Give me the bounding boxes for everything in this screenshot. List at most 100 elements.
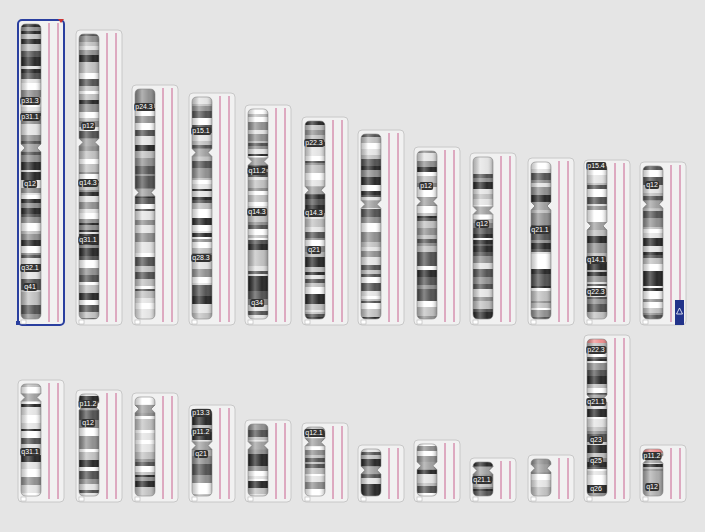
chromosome-panel	[414, 440, 460, 502]
band-label: q21	[194, 450, 208, 458]
panel-frame	[470, 153, 516, 325]
chromosome-outline	[79, 394, 99, 496]
chromosome	[361, 134, 381, 321]
track-line	[49, 23, 50, 322]
panel-frame	[528, 158, 574, 325]
track-line	[107, 33, 108, 322]
chromosome	[192, 409, 212, 500]
chromosome-outline	[248, 424, 268, 496]
checkbox	[417, 320, 422, 324]
chromosome-panel	[16, 19, 64, 325]
track-line	[501, 461, 502, 499]
track-line	[398, 133, 399, 322]
selection-handle	[16, 321, 20, 325]
band-label: q12	[645, 181, 659, 189]
band-label: q21	[307, 246, 321, 254]
chromosome-panel	[189, 405, 235, 502]
chromosome-outline	[643, 449, 663, 496]
track-line	[333, 426, 334, 499]
chromosome	[135, 89, 155, 324]
chromosome-outline	[79, 34, 99, 319]
track-line	[510, 156, 511, 322]
chromosome-panel	[640, 445, 686, 502]
shading	[587, 339, 607, 496]
marker-icon	[677, 308, 683, 314]
panel-frame	[245, 420, 291, 502]
chromosome-outline	[643, 166, 663, 319]
chromosome-outline	[135, 397, 155, 496]
chromosome	[531, 162, 551, 324]
track-line	[624, 338, 625, 499]
chromosome	[135, 397, 155, 502]
track-line	[229, 96, 230, 322]
track-line	[615, 338, 616, 499]
chromosome-panel	[470, 153, 516, 325]
panel-frame	[584, 160, 630, 325]
shading	[587, 164, 607, 319]
panel-frame	[18, 380, 64, 502]
chromosome	[587, 339, 607, 500]
chromosome-panel	[18, 380, 64, 502]
band	[587, 347, 607, 353]
shading	[531, 162, 551, 319]
track-line	[671, 165, 672, 322]
band-label: p13.3	[191, 409, 211, 417]
chromosome	[473, 157, 493, 319]
band-label: q12	[23, 180, 37, 188]
chromosome	[473, 462, 493, 498]
chromosome-panel	[302, 117, 348, 325]
panel-frame	[414, 440, 460, 502]
panel-frame	[18, 20, 64, 325]
panel-frame	[584, 335, 630, 502]
track-line	[342, 120, 343, 322]
shading	[643, 166, 663, 319]
band-label: p31.3	[20, 97, 40, 105]
chromosome	[305, 121, 325, 322]
track-line	[342, 426, 343, 499]
shading	[21, 384, 41, 496]
track-line	[445, 150, 446, 322]
band	[192, 409, 212, 416]
chromosome-outline	[417, 444, 437, 496]
checkbox	[21, 320, 26, 324]
chromosome-outline	[135, 89, 155, 319]
checkbox	[135, 497, 140, 501]
checkbox	[305, 320, 310, 324]
chromosome-panel	[76, 30, 122, 325]
chromosome-outline	[21, 24, 41, 319]
track-line	[568, 161, 569, 322]
band-label: q21.1	[472, 476, 492, 484]
track-line	[680, 448, 681, 499]
chromosome-outline	[473, 462, 493, 496]
track-line	[454, 150, 455, 322]
track-line	[559, 161, 560, 322]
track-line	[398, 448, 399, 499]
chromosome-panel	[189, 93, 235, 325]
band-label: q14.3	[247, 208, 267, 216]
track-line	[285, 423, 286, 499]
band-label: q31.1	[78, 236, 98, 244]
shading	[361, 134, 381, 319]
band-label: q14.3	[78, 179, 98, 187]
band	[21, 264, 41, 271]
shading	[417, 444, 437, 496]
chromosome-panel	[245, 420, 291, 502]
panel-frame	[358, 130, 404, 325]
panel-frame	[189, 93, 235, 325]
band-label: q26	[589, 485, 603, 493]
chromosome-panel	[132, 85, 178, 325]
checkbox	[21, 497, 26, 501]
chromosome-panel	[358, 445, 404, 502]
band-label: p12	[81, 122, 95, 130]
band-label: q14.3	[304, 209, 324, 217]
checkbox	[192, 497, 197, 501]
track-line	[220, 408, 221, 499]
chromosome-panel	[76, 390, 122, 502]
chromosome	[192, 97, 212, 320]
track-line	[389, 448, 390, 499]
checkbox	[192, 320, 197, 324]
chromosome	[21, 24, 41, 320]
band-label: q14.1	[586, 256, 606, 264]
shading	[643, 449, 663, 496]
